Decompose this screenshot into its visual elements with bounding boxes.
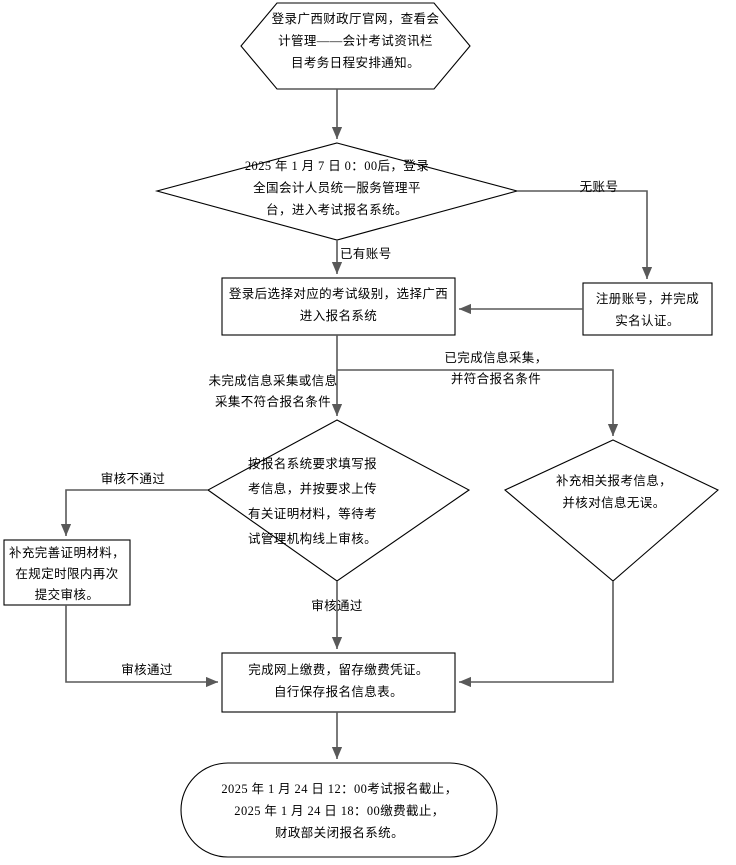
select-level-rect-shape [221, 277, 456, 336]
connector-login-to-register [517, 190, 653, 280]
supplement-info-decision-diamond-shape [503, 439, 719, 582]
register-account-rect-shape [582, 282, 713, 336]
connector-select-level-to-supplement [337, 369, 619, 437]
edge-label-info-collected: 已完成信息采集， 并符合报名条件 [444, 351, 548, 386]
edge-label-review-failed: 审核不通过 [100, 472, 166, 486]
edge-label-review-passed-left: 审核通过 [121, 663, 173, 677]
end-rounded-rect-shape [180, 762, 498, 858]
connector-fill-info-to-resubmit [60, 489, 208, 537]
fill-info-decision-diamond-shape [206, 419, 471, 582]
edge-label-info-not-collected: 未完成信息采集或信息 采集不符合报名条件 [208, 374, 338, 409]
edge-label-has-account: 已有账号 [340, 247, 392, 261]
payment-rect-shape [221, 652, 456, 713]
start-hexagon-shape [240, 2, 471, 90]
connector-resubmit-to-payment [65, 605, 219, 688]
edge-label-review-passed-center: 审核通过 [311, 599, 363, 613]
resubmit-materials-rect-shape [3, 539, 131, 606]
connector-supplement-to-payment [458, 581, 614, 688]
login-decision-diamond-shape [154, 142, 520, 241]
edge-label-no-account: 无账号 [579, 180, 619, 194]
